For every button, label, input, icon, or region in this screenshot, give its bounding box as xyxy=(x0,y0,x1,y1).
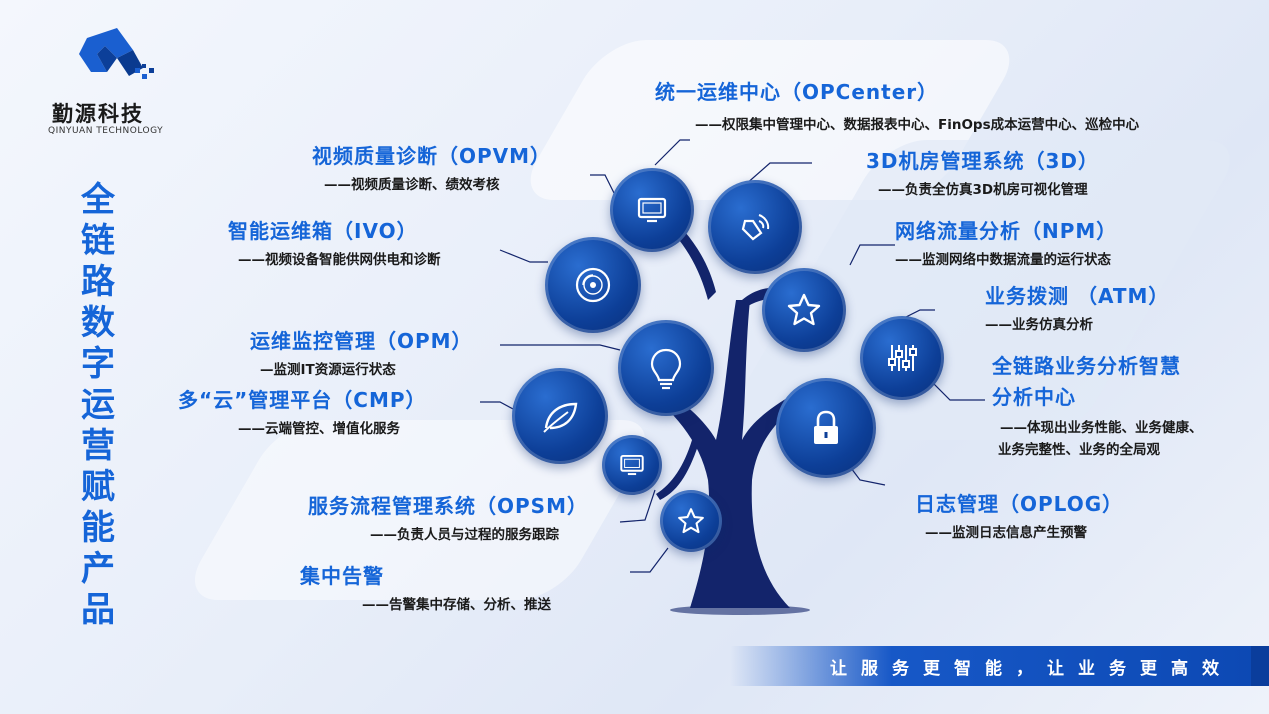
connector-line xyxy=(590,174,616,196)
connector-line xyxy=(499,249,548,263)
side-title-char: 品 xyxy=(81,590,115,630)
label-room3d: 3D机房管理系统（3D） ——负责全仿真3D机房可视化管理 xyxy=(866,145,1099,198)
atm-circle[interactable] xyxy=(860,316,944,400)
brand-name: 勤源科技 xyxy=(52,102,144,126)
cmp-desc: ——云端管控、增值化服务 xyxy=(238,421,400,437)
label-opsm: 服务流程管理系统（OPSM） ——负责人员与过程的服务跟踪 xyxy=(308,490,588,543)
bpa-desc-line2: 业务完整性、业务的全局观 xyxy=(998,442,1160,458)
opm-desc: —监测IT资源运行状态 xyxy=(260,362,396,378)
side-title-char: 营 xyxy=(81,426,115,466)
side-title-char: 能 xyxy=(81,508,115,548)
disc-icon xyxy=(575,267,611,303)
opvm-desc: ——视频质量诊断、绩效考核 xyxy=(324,177,500,193)
opvm-title: 视频质量诊断（OPVM） xyxy=(312,144,552,168)
bulb-icon xyxy=(650,348,682,390)
atm-title: 业务拨测 （ATM） xyxy=(985,284,1170,308)
ivo-desc: ——视频设备智能供网供电和诊断 xyxy=(238,252,441,268)
label-opvm: 视频质量诊断（OPVM） ——视频质量诊断、绩效考核 xyxy=(312,140,551,193)
connector-line xyxy=(849,244,895,266)
atm-desc: ——业务仿真分析 xyxy=(985,317,1093,333)
bpa-title-line1: 全链路业务分析智慧 xyxy=(992,354,1181,378)
opsm-title: 服务流程管理系统（OPSM） xyxy=(308,494,588,518)
label-opcenter: 统一运维中心（OPCenter） ——权限集中管理中心、数据报表中心、FinOp… xyxy=(655,76,1139,133)
connector-line xyxy=(500,344,621,351)
ivo-circle[interactable] xyxy=(545,237,641,333)
tree-shadow xyxy=(670,605,810,615)
tree-trunk xyxy=(640,300,806,608)
connector-line xyxy=(929,379,985,401)
label-ivo: 智能运维箱（IVO） ——视频设备智能供网供电和诊断 xyxy=(228,215,441,268)
brand-subtitle: QINYUAN TECHNOLOGY xyxy=(48,126,164,136)
cmp-title: 多“云”管理平台（CMP） xyxy=(178,388,427,412)
side-title-char: 运 xyxy=(81,385,115,425)
label-npm: 网络流量分析（NPM） ——监测网络中数据流量的运行状态 xyxy=(895,215,1117,268)
opcenter-desc: ——权限集中管理中心、数据报表中心、FinOps成本运营中心、巡检中心 xyxy=(695,117,1140,133)
star-icon xyxy=(678,508,704,534)
room3d-desc: ——负责全仿真3D机房可视化管理 xyxy=(878,182,1088,198)
npm-title: 网络流量分析（NPM） xyxy=(895,219,1118,243)
alarm-desc: ——告警集中存储、分析、推送 xyxy=(362,597,551,613)
npm-circle[interactable] xyxy=(762,268,846,352)
label-atm: 业务拨测 （ATM） ——业务仿真分析 xyxy=(985,280,1169,333)
bpa-desc-line1: ——体现出业务性能、业务健康、 xyxy=(1000,420,1203,436)
side-title-char: 链 xyxy=(81,221,115,261)
connector-line xyxy=(654,139,690,166)
label-opm: 运维监控管理（OPM） —监测IT资源运行状态 xyxy=(250,325,473,378)
monitor-icon xyxy=(637,197,667,223)
side-title-char: 路 xyxy=(81,262,115,302)
bpa-circle[interactable] xyxy=(776,378,876,478)
side-title-char: 数 xyxy=(81,303,115,343)
star-icon xyxy=(787,293,821,326)
speaker-icon xyxy=(741,214,770,241)
npm-desc: ——监测网络中数据流量的运行状态 xyxy=(895,252,1111,268)
label-oplog: 日志管理（OPLOG） ——监测日志信息产生预警 xyxy=(915,488,1123,541)
connector-line xyxy=(619,489,656,523)
leaf-icon xyxy=(543,402,578,433)
opcenter-title: 统一运维中心（OPCenter） xyxy=(655,80,939,104)
tree-branch xyxy=(656,440,700,500)
company-logo xyxy=(79,28,154,79)
monitor-icon xyxy=(620,454,644,476)
label-bpa: 全链路业务分析智慧 分析中心 ——体现出业务性能、业务健康、 业务完整性、业务的… xyxy=(992,350,1203,458)
side-title-char: 全 xyxy=(81,180,115,220)
alarm-circle[interactable] xyxy=(660,490,722,552)
side-title-char: 赋 xyxy=(81,467,115,507)
oplog-title: 日志管理（OPLOG） xyxy=(915,492,1124,516)
connector-line xyxy=(744,162,812,186)
opm-circle[interactable] xyxy=(618,320,714,416)
connector-line xyxy=(630,547,669,573)
room3d-title: 3D机房管理系统（3D） xyxy=(866,149,1100,173)
side-title-char: 字 xyxy=(81,344,115,384)
opsm-desc: ——负责人员与过程的服务跟踪 xyxy=(370,527,559,543)
ivo-title: 智能运维箱（IVO） xyxy=(228,219,418,243)
footer-banner: 让服务更智能，让业务更高效 xyxy=(730,646,1269,686)
opvm-circle[interactable] xyxy=(610,168,694,252)
side-title: 全 链 路 数 字 运 营 赋 能 产 品 xyxy=(78,180,118,631)
opsm-circle[interactable] xyxy=(602,435,662,495)
label-cmp: 多“云”管理平台（CMP） ——云端管控、增值化服务 xyxy=(178,384,427,437)
alarm-title: 集中告警 xyxy=(300,564,384,588)
sliders-icon xyxy=(888,345,917,371)
cmp-circle[interactable] xyxy=(512,368,608,464)
oplog-desc: ——监测日志信息产生预警 xyxy=(925,525,1087,541)
side-title-char: 产 xyxy=(81,549,115,589)
lock-icon xyxy=(814,410,838,444)
room3d-circle[interactable] xyxy=(708,180,802,274)
label-alarm: 集中告警 ——告警集中存储、分析、推送 xyxy=(300,560,551,613)
footer-accent-bar xyxy=(1251,646,1269,686)
opm-title: 运维监控管理（OPM） xyxy=(250,329,473,353)
bpa-title-line2: 分析中心 xyxy=(992,385,1076,409)
connector-line xyxy=(480,401,516,411)
footer-slogan: 让服务更智能，让业务更高效 xyxy=(830,659,1233,679)
tree-branch xyxy=(655,210,716,300)
